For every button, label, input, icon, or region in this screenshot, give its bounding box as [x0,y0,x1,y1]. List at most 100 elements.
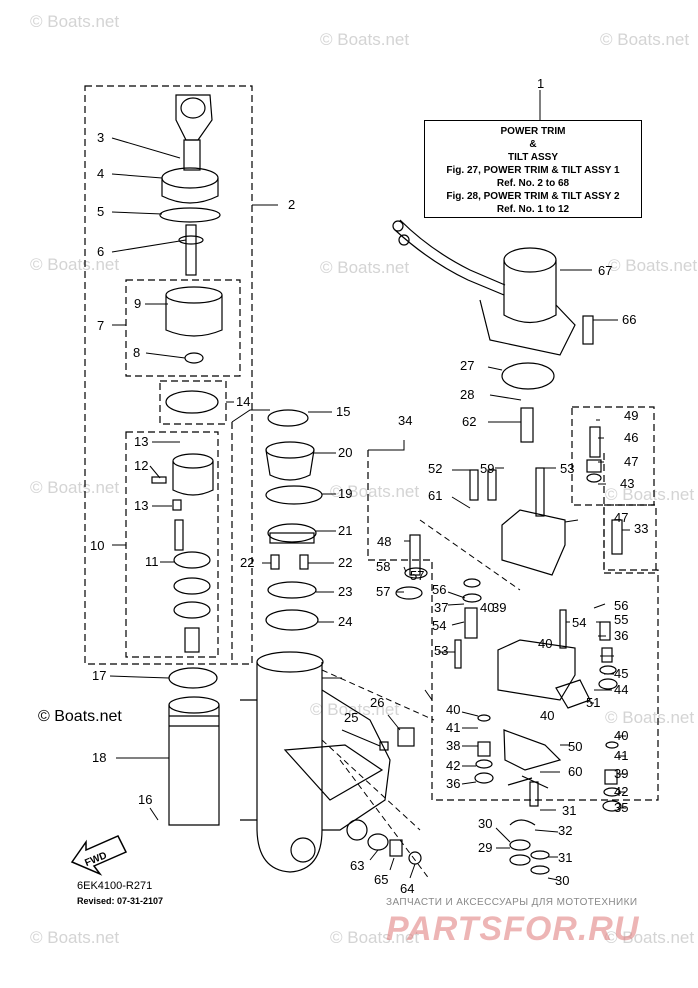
watermark: © Boats.net [320,30,410,49]
callout-24: 24 [338,614,352,629]
callout-29: 29 [478,840,492,855]
legend-fig27: Fig. 27, POWER TRIM & TILT ASSY 1 [446,165,620,176]
brand-copyright: © Boats.net [38,708,122,725]
watermark: © Boats.net [30,12,120,31]
callout-3: 3 [97,130,104,145]
assembly-7-boundary [125,279,241,377]
callout-59: 59 [480,461,494,476]
callout-61: 61 [428,488,442,503]
callout-56: 56 [614,598,628,613]
callout-22: 22 [240,555,254,570]
callout-32: 32 [558,823,572,838]
legend-ampersand: & [529,139,537,150]
callout-48: 48 [377,534,391,549]
callout-15: 15 [336,404,350,419]
callout-39: 39 [614,766,628,781]
callout-13: 13 [134,434,148,449]
callout-47: 47 [624,454,638,469]
callout-36: 36 [614,628,628,643]
callout-57: 57 [376,584,390,599]
legend-title: POWER TRIM [500,126,566,137]
callout-28: 28 [460,387,474,402]
callout-9: 9 [134,296,141,311]
callout-31: 31 [562,803,576,818]
valve-assy [151,453,214,653]
legend-subtitle: TILT ASSY [508,152,558,163]
callout-27: 27 [460,358,474,373]
callout-56: 56 [432,582,446,597]
callout-57: 57 [410,568,424,583]
fwd-arrow [70,835,128,876]
callout-51: 51 [586,695,600,710]
legend-fig28-ref: Ref. No. 1 to 12 [496,204,570,215]
callout-40: 40 [540,708,554,723]
watermark: © Boats.net [605,928,695,947]
watermark: © Boats.net [310,700,400,719]
callout-50: 50 [568,739,582,754]
watermark: © Boats.net [600,30,690,49]
callout-58: 58 [376,559,390,574]
revision-date: Revised: 07-31-2107 [77,896,164,906]
dash-link [321,669,435,721]
callout-42: 42 [614,784,628,799]
watermark: © Boats.net [30,928,120,947]
watermark: © Boats.net [605,708,695,727]
callout-20: 20 [338,445,352,460]
callout-22: 22 [338,555,352,570]
callout-4: 4 [97,166,104,181]
callout-11: 11 [145,554,159,569]
callout-14: 14 [236,394,250,409]
callout-49: 49 [624,408,638,423]
callout-34: 34 [398,413,412,428]
callout-52: 52 [428,461,442,476]
partsfor-logo: PARTSFOR.RU [386,910,640,948]
watermark: © Boats.net [330,482,420,501]
callout-62: 62 [462,414,476,429]
callout-31: 31 [558,850,572,865]
pump-assy [367,407,623,875]
callout-55: 55 [614,612,628,627]
callout-23: 23 [338,584,352,599]
motor-68 [392,219,594,356]
callout-1: 1 [537,76,544,91]
callout-40: 40 [446,702,460,717]
watermark: © Boats.net [30,255,120,274]
callout-19: 19 [338,486,352,501]
callout-40: 40 [480,600,494,615]
callout-40: 40 [538,636,552,651]
callout-10: 10 [90,538,104,553]
callout-25: 25 [344,710,358,725]
callout-68: 68 [0,0,14,3]
callout-6: 6 [97,244,104,259]
callout-41: 41 [614,748,628,763]
callout-13: 13 [134,498,148,513]
tilt-parts [265,409,323,631]
group-34-boundary [603,504,657,574]
callout-44: 44 [614,682,628,697]
fwd-label: FWD [83,850,108,869]
callout-8: 8 [133,345,140,360]
leader-lines [109,90,630,881]
callout-26: 26 [370,695,384,710]
o-ring-17 [168,667,218,689]
partsfor-tagline: ЗАПЧАСТИ И АКСЕССУАРЫ ДЛЯ МОТОТЕХНИКИ [386,897,638,908]
callout-54: 54 [432,618,446,633]
callout-40: 40 [614,728,628,743]
callout-66: 66 [622,312,636,327]
callout-30: 30 [478,816,492,831]
assembly-35-boundary [367,450,659,801]
callout-35: 35 [614,800,628,815]
watermark: © Boats.net [330,928,420,947]
callout-47: 47 [614,510,628,525]
cylinder-18 [168,696,220,826]
leader-21-24 [231,409,270,423]
legend-fig28: Fig. 28, POWER TRIM & TILT ASSY 2 [446,191,620,202]
watermark: © Boats.net [320,258,410,277]
diagram-code: 6EK4100-R271 [77,880,153,892]
o-ring-27 [501,362,555,390]
callout-12: 12 [134,458,148,473]
watermark: © Boats.net [605,485,695,504]
callout-43: 43 [620,476,634,491]
callout-63: 63 [350,858,364,873]
callout-7: 7 [97,318,104,333]
